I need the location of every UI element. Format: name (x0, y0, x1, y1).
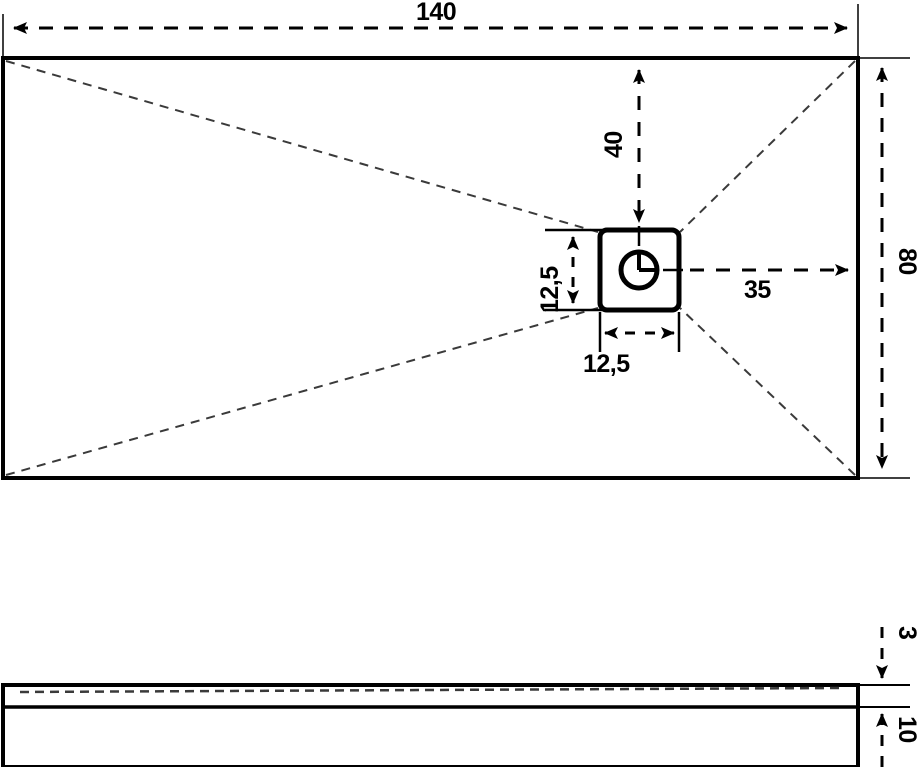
dimension-label-35: 35 (744, 276, 771, 304)
dimension-3-group (858, 627, 910, 686)
dimension-label-40: 40 (600, 131, 628, 158)
slope-line-bottom-right (679, 307, 856, 476)
dimension-drain-width-group (598, 312, 681, 352)
section-slope-dashed-line (19, 686, 841, 694)
dimension-label-drain-height: 12,5 (536, 266, 564, 313)
slope-line-bottom-left (5, 307, 599, 476)
dimension-drain-height-group (545, 228, 604, 312)
dimension-label-3: 3 (893, 626, 921, 640)
dimension-label-10: 10 (893, 716, 921, 743)
dimension-140-group (2, 4, 859, 58)
dimension-label-80: 80 (893, 248, 921, 275)
section-outline-group (1, 683, 860, 767)
drain-square-group (597, 226, 683, 313)
slope-lines-group (5, 60, 856, 476)
dimension-label-drain-width: 12,5 (583, 350, 630, 378)
dimension-80-group (858, 57, 910, 479)
slope-line-top-left (5, 60, 599, 233)
plan-outline (1, 56, 860, 480)
section-body (1, 683, 860, 767)
slope-line-top-right (679, 60, 856, 233)
dimension-label-140: 140 (416, 0, 457, 26)
dimension-10-group (858, 706, 910, 767)
